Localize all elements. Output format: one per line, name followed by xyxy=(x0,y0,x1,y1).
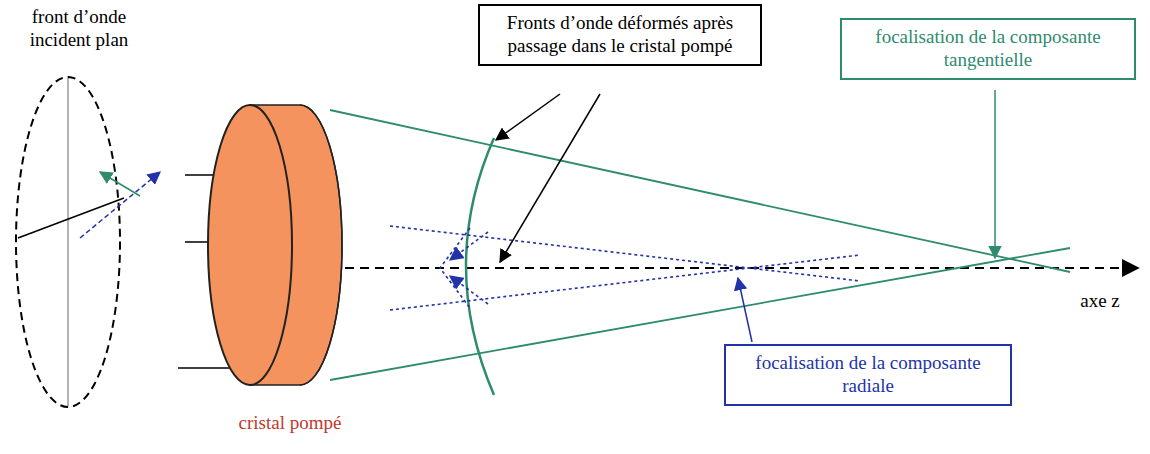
callout-text: Fronts d’onde déformés après passage dan… xyxy=(490,12,750,58)
leader-lines xyxy=(496,90,995,342)
callout-box: Fronts d’onde déformés après passage dan… xyxy=(478,4,762,66)
callout-box: focalisation de la composante radiale xyxy=(724,344,1012,406)
part-name: cristal pompé xyxy=(205,412,375,435)
wavefront-label: front d’onde incident plan xyxy=(4,6,154,52)
incident-wavefront xyxy=(16,77,160,407)
z-axis xyxy=(300,267,1138,269)
callout-text: focalisation de la composante radiale xyxy=(736,352,1000,398)
axis-label: axe z xyxy=(1060,290,1140,313)
radial-beam xyxy=(390,226,860,310)
callout-box: focalisation de la composante tangentiel… xyxy=(840,18,1136,80)
callout-text: focalisation de la composante tangentiel… xyxy=(852,26,1124,72)
pumped-crystal xyxy=(208,105,342,385)
